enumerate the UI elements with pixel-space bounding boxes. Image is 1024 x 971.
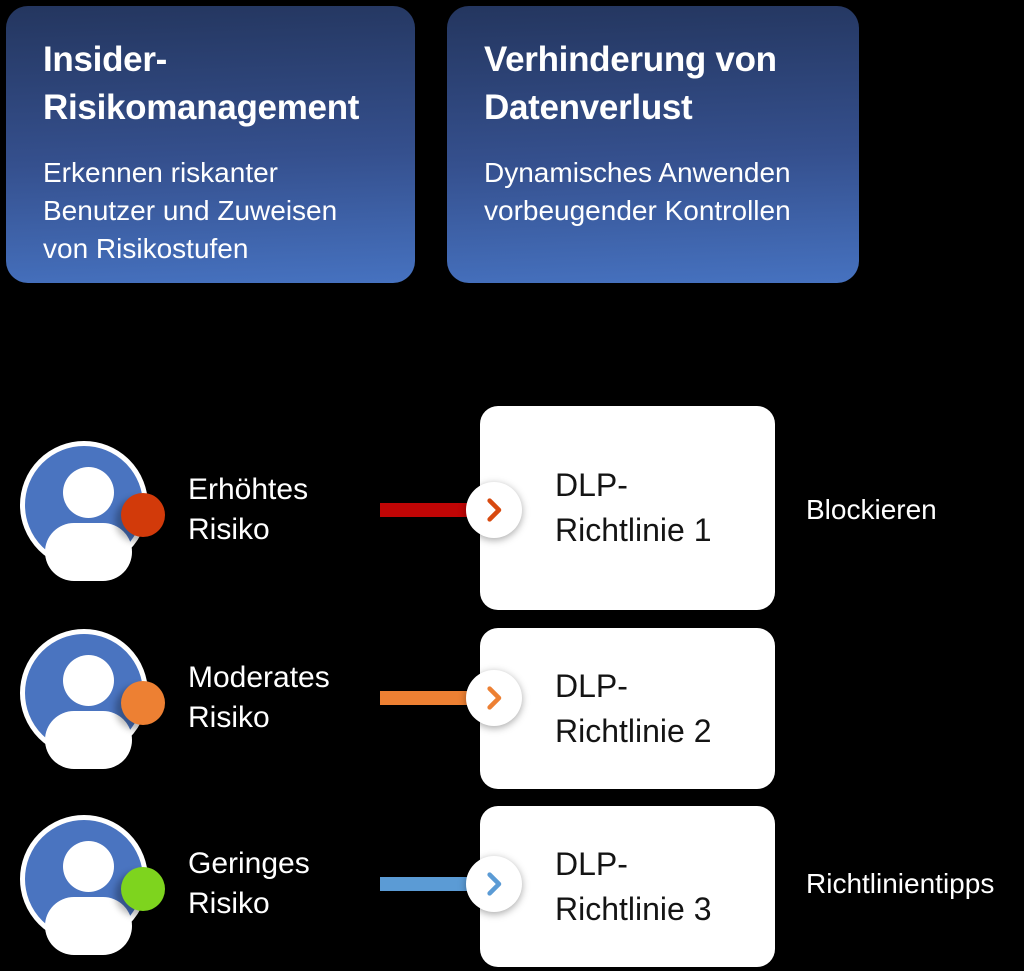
connector-line-low xyxy=(380,877,470,891)
insider-risk-card-subtitle: Erkennen riskanter Benutzer und Zuweisen… xyxy=(43,156,338,264)
insider-risk-card-title: Insider-Risikomanagement xyxy=(43,40,360,128)
avatar-head-shape xyxy=(63,467,114,518)
avatar-torso-shape xyxy=(45,523,132,581)
action-label-block: Blockieren xyxy=(806,494,937,525)
user-avatar-icon xyxy=(20,441,165,581)
avatar-torso-shape xyxy=(45,897,132,955)
avatar-head-shape xyxy=(63,655,114,706)
risk-badge-elevated xyxy=(121,493,165,537)
dlp-policy-1-card: DLP-Richtlinie 1 xyxy=(480,406,775,610)
chevron-right-icon xyxy=(466,670,522,726)
connector-line-moderate xyxy=(380,691,470,705)
user-avatar-icon xyxy=(20,629,165,769)
user-avatar-icon xyxy=(20,815,165,955)
chevron-right-icon xyxy=(466,856,522,912)
dlp-prevention-card-subtitle: Dynamisches Anwenden vorbeugender Kontro… xyxy=(484,156,791,226)
avatar-head-shape xyxy=(63,841,114,892)
dlp-prevention-card-title: Verhinderung von Datenverlust xyxy=(484,40,777,128)
action-label-empty xyxy=(806,648,1022,748)
connector-line-elevated xyxy=(380,503,470,517)
dlp-policy-2-card: DLP-Richtlinie 2 xyxy=(480,628,775,789)
risk-label-low: Geringes Risiko xyxy=(188,846,310,920)
dlp-policy-2-label: DLP-Richtlinie 2 xyxy=(555,667,712,749)
risk-badge-low xyxy=(121,867,165,911)
dlp-policy-1-label: DLP-Richtlinie 1 xyxy=(555,467,712,548)
risk-label-moderate: Moderates Risiko xyxy=(188,660,330,734)
chevron-right-icon xyxy=(466,482,522,538)
dlp-policy-3-card: DLP-Richtlinie 3 xyxy=(480,806,775,967)
avatar-torso-shape xyxy=(45,711,132,769)
policy-tips-label: Richtlinientipps xyxy=(806,868,995,899)
insider-risk-card: Insider-Risikomanagement Erkennen riskan… xyxy=(6,6,415,283)
risk-label-elevated: Erhöhtes Risiko xyxy=(188,472,309,546)
dlp-prevention-card: Verhinderung von Datenverlust Dynamische… xyxy=(447,6,859,283)
risk-badge-moderate xyxy=(121,681,165,725)
dlp-policy-3-label: DLP-Richtlinie 3 xyxy=(555,845,712,927)
